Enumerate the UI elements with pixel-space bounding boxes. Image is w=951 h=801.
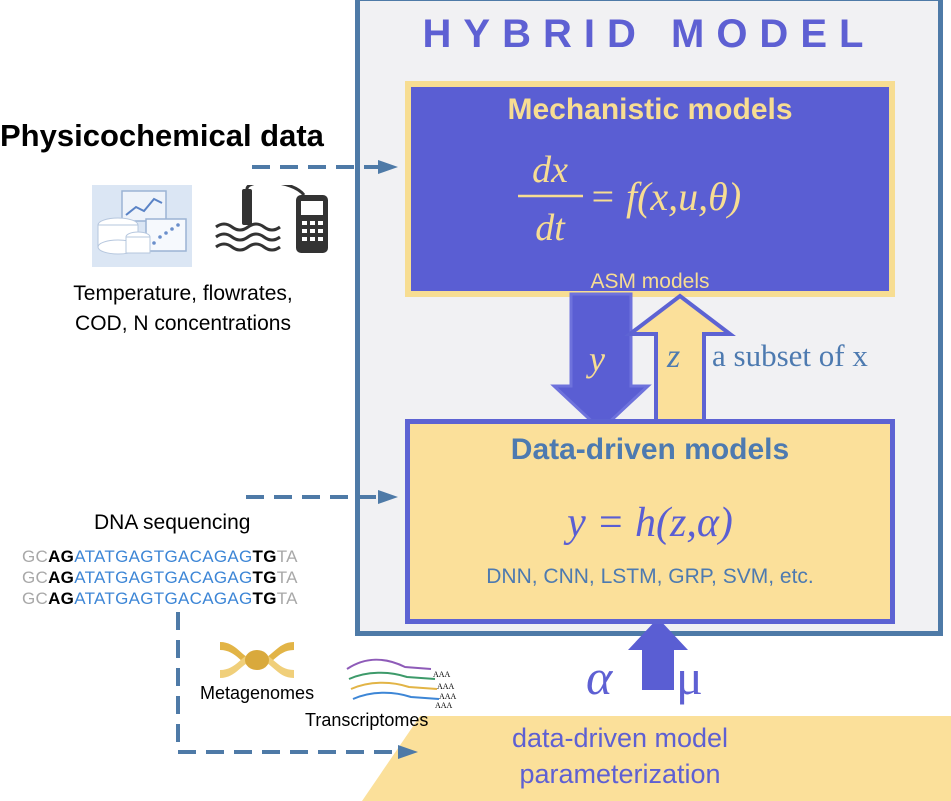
- transcript-reads-icon: AAA AAA AAA AAA: [346, 658, 457, 710]
- sequence-row-2: GCAGATATGAGTGACAGAGTGTA: [22, 568, 298, 587]
- data-driven-equation: y = h(z,α): [563, 500, 733, 546]
- coupling-y-symbol: y: [589, 339, 605, 379]
- physicochemical-data-title: Physicochemical data: [0, 118, 324, 153]
- mechanistic-equation: dx dt = f(x,u,θ): [518, 149, 741, 249]
- metagenomes-label: Metagenomes: [200, 683, 315, 703]
- connector-arrowhead-1: [378, 160, 398, 174]
- equation-rhs: = f(x,u,θ): [589, 174, 741, 219]
- coupling-z-symbol: z: [667, 338, 681, 375]
- down-arrow-y: [550, 292, 652, 433]
- physicochemical-description: Temperature, flowrates, COD, N concentra…: [20, 279, 346, 339]
- data-driven-models-title: Data-driven models: [510, 433, 790, 466]
- parameterization-shape: [362, 716, 951, 801]
- data-driven-examples: DNN, CNN, LSTM, GRP, SVM, etc.: [486, 565, 814, 588]
- equation-numerator: dx: [532, 149, 568, 191]
- connector-arrowhead-2: [378, 490, 398, 504]
- parameterization-arrow: [628, 618, 688, 690]
- parameterization-line1: data-driven model: [511, 723, 729, 753]
- data-driven-models-box: [405, 419, 895, 624]
- dna-helix-icon: [220, 642, 294, 678]
- transcript-tag-4: AAA: [435, 701, 453, 710]
- dna-sequencing-title: DNA sequencing: [94, 511, 251, 534]
- transcript-tag-1: AAA: [433, 670, 451, 679]
- sequence-row-1: GCAGATATGAGTGACAGAGTGTA: [22, 547, 298, 566]
- physicochemical-desc-line2: COD, N concentrations: [75, 312, 291, 335]
- database-dashboard-icon: [92, 185, 192, 267]
- mechanistic-models-title: Mechanistic models: [507, 93, 793, 126]
- mechanistic-models-box: [405, 81, 895, 297]
- dashed-connectors: [176, 165, 398, 754]
- mu-symbol: μ: [676, 649, 703, 705]
- data-driven-equation-text: y = h(z,α): [563, 500, 733, 546]
- transcript-tag-2: AAA: [437, 682, 455, 691]
- subset-note: a subset of x: [712, 338, 868, 373]
- omics-connector: [176, 612, 398, 754]
- parameterization-line2: parameterization: [519, 759, 721, 789]
- physicochemical-desc-line1: Temperature, flowrates,: [73, 282, 293, 305]
- transcriptomes-label: Transcriptomes: [305, 710, 429, 730]
- water-probe-meter-icon: [215, 185, 328, 253]
- hybrid-model-title: HYBRID MODEL: [422, 12, 876, 56]
- up-arrow-z: [624, 293, 736, 426]
- parameterization-label: data-driven model parameterization: [470, 720, 770, 792]
- sequence-row-3: GCAGATATGAGTGACAGAGTGTA: [22, 589, 298, 608]
- connector-arrowhead-3: [398, 745, 418, 759]
- asm-models-label: ASM models: [590, 270, 710, 293]
- alpha-symbol: α: [586, 649, 613, 705]
- transcript-tag-3: AAA: [439, 692, 457, 701]
- equation-denominator: dt: [535, 207, 566, 249]
